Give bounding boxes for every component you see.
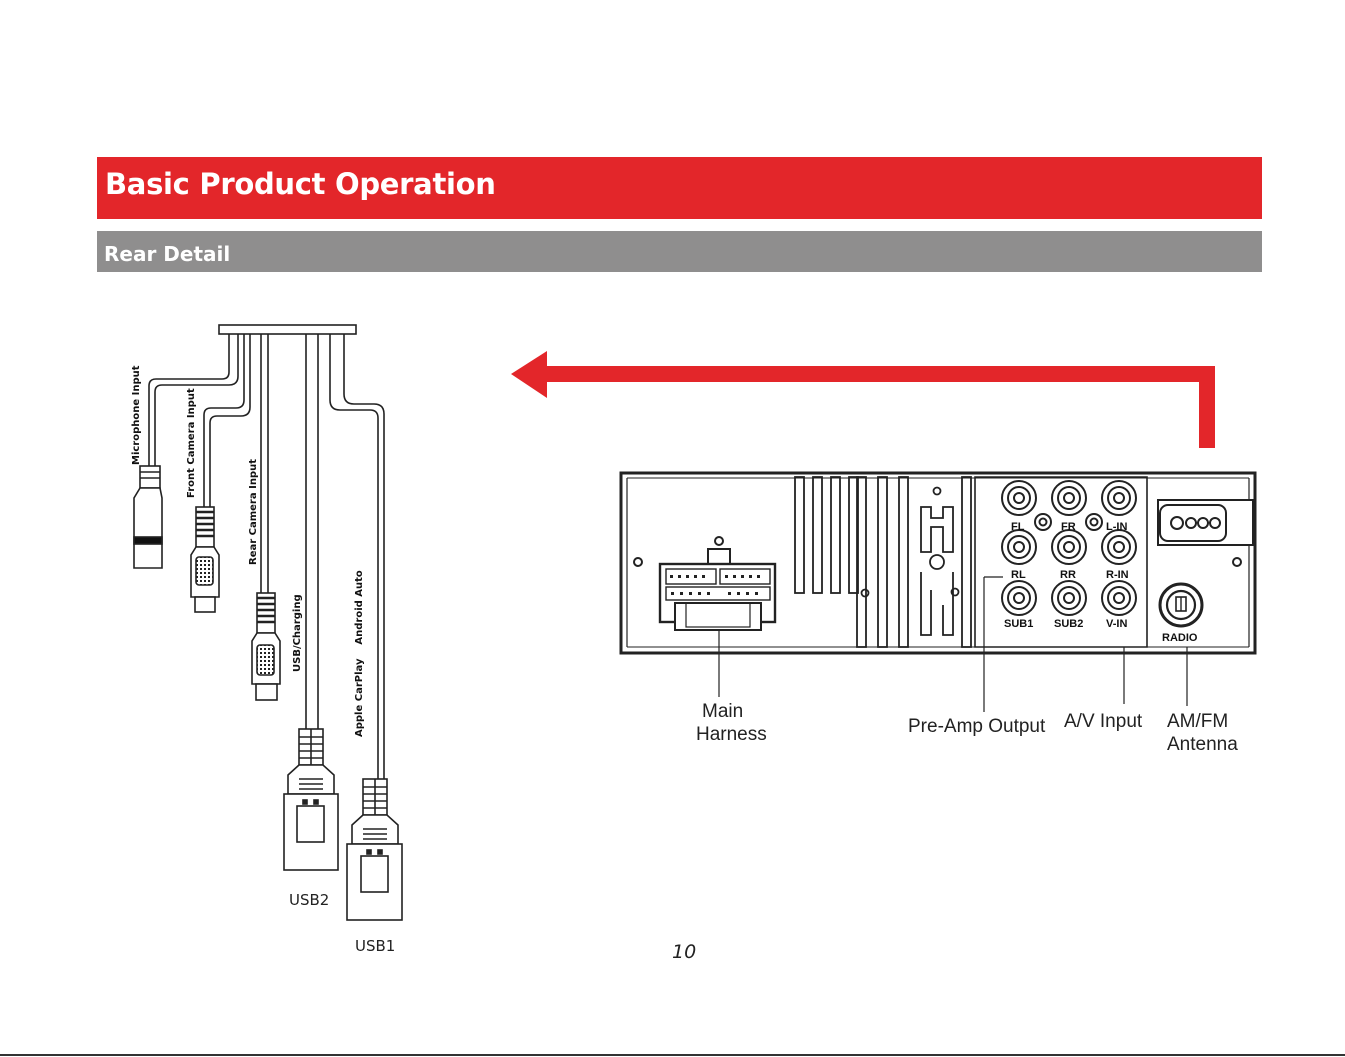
usb1-connector-icon bbox=[347, 779, 402, 920]
usb-charging-label: USB/Charging bbox=[292, 594, 303, 672]
r-in-label: R-IN bbox=[1106, 569, 1129, 581]
sub2-label: SUB2 bbox=[1054, 618, 1083, 630]
radio-label: RADIO bbox=[1162, 632, 1198, 644]
cable-harness-illustration bbox=[149, 325, 384, 780]
fr-label: FR bbox=[1061, 521, 1076, 533]
aux-connector-icon bbox=[1158, 500, 1253, 545]
preamp-output-callout: Pre-Amp Output bbox=[908, 716, 1046, 737]
amfm-callout-line1: AM/FM bbox=[1167, 711, 1228, 732]
rear-camera-rca-icon bbox=[252, 593, 280, 700]
amfm-callout-line2: Antenna bbox=[1167, 734, 1238, 755]
direction-arrow bbox=[511, 351, 1215, 448]
main-harness-callout-line2: Harness bbox=[696, 724, 767, 745]
usb2-connector-icon bbox=[284, 729, 338, 870]
usb2-label: USB2 bbox=[289, 891, 329, 909]
fl-label: FL bbox=[1011, 521, 1025, 533]
page-number: 10 bbox=[672, 941, 696, 963]
page-bottom-rule bbox=[0, 1054, 1345, 1056]
v-in-label: V-IN bbox=[1106, 618, 1127, 630]
rr-label: RR bbox=[1060, 569, 1076, 581]
rear-camera-input-label: Rear Camera Input bbox=[248, 459, 259, 565]
l-in-label: L-IN bbox=[1106, 521, 1127, 533]
rear-panel-illustration bbox=[621, 473, 1255, 653]
av-input-callout: A/V Input bbox=[1064, 711, 1143, 732]
rl-label: RL bbox=[1011, 569, 1026, 581]
main-harness-callout-line1: Main bbox=[702, 701, 743, 722]
front-camera-input-label: Front Camera Input bbox=[186, 388, 197, 498]
front-camera-rca-icon bbox=[191, 507, 219, 612]
radio-antenna-jack-icon bbox=[1160, 584, 1202, 626]
microphone-input-label: Microphone Input bbox=[131, 365, 142, 465]
microphone-jack-icon bbox=[134, 466, 162, 568]
usb1-label: USB1 bbox=[355, 937, 395, 955]
carplay-android-auto-label: Apple CarPlay Android Auto bbox=[354, 570, 365, 737]
sub1-label: SUB1 bbox=[1004, 618, 1033, 630]
